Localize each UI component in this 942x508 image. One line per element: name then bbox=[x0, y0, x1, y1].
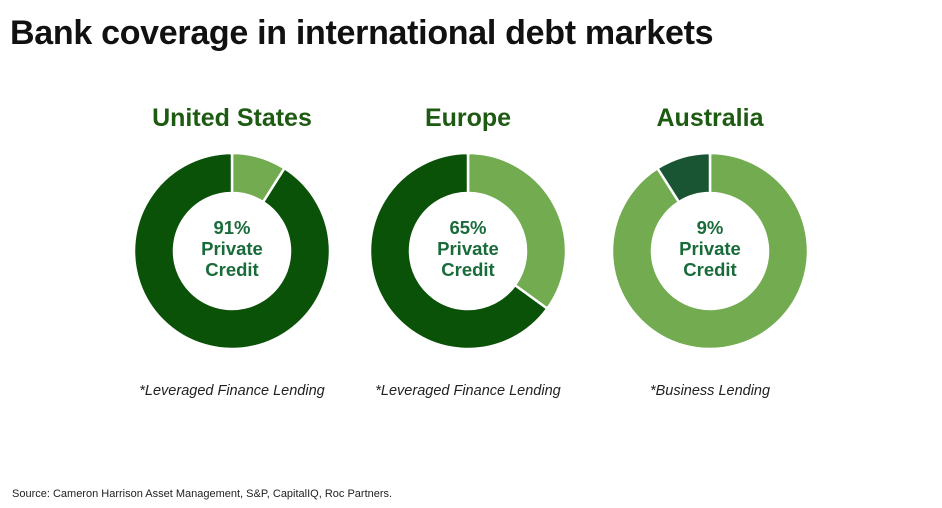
chart-title-us: United States bbox=[152, 104, 312, 132]
donut-slice-private-credit bbox=[132, 151, 332, 351]
donut-slice-bank bbox=[610, 151, 810, 351]
center-value: 91% bbox=[213, 217, 251, 238]
chart-title-australia: Australia bbox=[656, 104, 764, 132]
center-text: Private bbox=[201, 238, 263, 259]
center-label-australia: 9% Private Credit bbox=[650, 217, 770, 280]
note-europe: *Leveraged Finance Lending bbox=[375, 383, 561, 399]
chart-title-europe: Europe bbox=[424, 104, 512, 132]
note-australia: *Business Lending bbox=[649, 383, 771, 399]
center-text: Credit bbox=[205, 259, 259, 280]
center-label-europe: 65% Private Credit bbox=[408, 217, 528, 280]
donut-slice-bank bbox=[466, 151, 568, 311]
center-label-us: 91% Private Credit bbox=[172, 217, 292, 280]
source-note: Source: Cameron Harrison Asset Managemen… bbox=[12, 488, 393, 500]
note-us: *Leveraged Finance Lending bbox=[139, 383, 325, 399]
center-text: Credit bbox=[441, 259, 495, 280]
center-text: Credit bbox=[683, 259, 737, 280]
center-value: 9% bbox=[696, 217, 724, 238]
page-title: Bank coverage in international debt mark… bbox=[10, 14, 714, 52]
donut-slice-private-credit bbox=[655, 151, 712, 204]
center-text: Private bbox=[679, 238, 741, 259]
center-value: 65% bbox=[449, 217, 487, 238]
center-text: Private bbox=[437, 238, 499, 259]
donut-slice-private-credit bbox=[368, 151, 550, 351]
